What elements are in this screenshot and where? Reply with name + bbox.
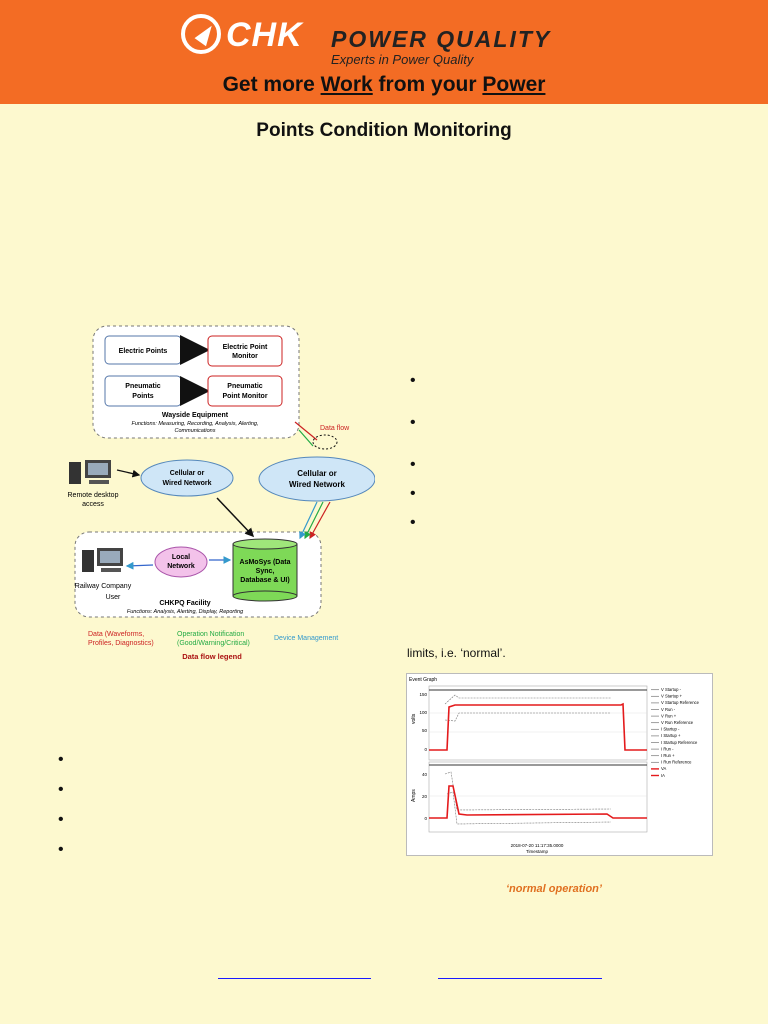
electric-point-monitor-label: Electric Point xyxy=(223,344,268,351)
voltage-envelope-upper xyxy=(444,694,611,705)
local-network-cloud: Local Network xyxy=(154,546,208,578)
legend-entry: I Startup - xyxy=(661,727,680,732)
voltage-envelope-lower xyxy=(444,712,611,722)
svg-text:Local: Local xyxy=(172,554,190,561)
current-envelope-lower xyxy=(446,791,612,825)
brand-power-quality: POWER QUALITY xyxy=(331,26,552,52)
limits-text: limits, i.e. ‘normal’. xyxy=(407,646,506,660)
legend-entry: V Startup + xyxy=(661,694,683,699)
legend-entry: VA xyxy=(661,766,666,771)
pneumatic-monitor-label-2: Point Monitor xyxy=(222,393,267,400)
tagline: Experts in Power Quality xyxy=(331,52,474,67)
svg-text:Wired Network: Wired Network xyxy=(289,480,345,489)
header-banner: CHK POWER QUALITY Experts in Power Quali… xyxy=(0,0,768,104)
bullet-left-3: • xyxy=(58,811,64,828)
legend-device: Device Management xyxy=(274,635,338,642)
svg-text:20: 20 xyxy=(422,794,428,799)
svg-text:Cellular or: Cellular or xyxy=(170,470,205,477)
bullet-right-3: • xyxy=(410,456,416,473)
svg-text:40: 40 xyxy=(422,772,428,777)
bullet-left-2: • xyxy=(58,781,64,798)
timestamp-label: Timestamp xyxy=(526,849,549,854)
chk-logo-icon xyxy=(181,14,221,54)
electric-point-monitor-label-2: Monitor xyxy=(232,353,258,360)
svg-text:Database & UI): Database & UI) xyxy=(240,577,289,584)
event-graph: Event Graph volts 150 100 50 0 Amps 40 2… xyxy=(406,673,713,856)
pneumatic-monitor-label: Pneumatic xyxy=(227,383,263,390)
wayside-title: Wayside Equipment xyxy=(162,412,229,419)
legend-title: Data flow legend xyxy=(182,652,242,661)
svg-text:Network: Network xyxy=(167,563,195,570)
data-flow-label: Data flow xyxy=(320,425,350,432)
slogan: Get more Work from your Power xyxy=(222,73,546,96)
cloud-right: Cellular or Wired Network xyxy=(258,456,375,502)
remote-computer-icon xyxy=(69,462,81,484)
svg-text:Cellular or: Cellular or xyxy=(297,469,337,478)
graph-legend: V Startup - V Startup +V Startup Referenc… xyxy=(651,687,700,778)
pneumatic-points-label: Pneumatic xyxy=(125,383,161,390)
svg-text:0: 0 xyxy=(424,816,427,821)
facility-functions: Functions: Analysis, Alerting, Display, … xyxy=(127,609,244,615)
legend-entry: I Run Reference xyxy=(661,760,692,765)
pneumatic-points-box xyxy=(104,375,182,407)
electric-points-label: Electric Points xyxy=(119,348,168,355)
legend-entry: I Startup Reference xyxy=(661,740,698,745)
bullet-left-4: • xyxy=(58,841,64,858)
system-diagram: Electric Points Electric Point Monitor P… xyxy=(68,325,375,661)
svg-text:50: 50 xyxy=(422,728,428,733)
legend-operation: Operation Notification xyxy=(177,631,244,638)
legend-entry: I Startup + xyxy=(661,733,681,738)
graph-title: Event Graph xyxy=(409,677,437,683)
legend-entry: V Run + xyxy=(661,713,677,718)
link-left[interactable] xyxy=(218,966,371,979)
svg-text:150: 150 xyxy=(419,692,427,697)
railway-user-label-2: User xyxy=(106,594,121,601)
wayside-functions-2: Communications xyxy=(175,428,216,434)
link-right[interactable] xyxy=(438,966,602,979)
legend-entry: V Run - xyxy=(661,707,676,712)
svg-text:Wired Network: Wired Network xyxy=(163,480,212,487)
legend-operation-2: (Good/Warning/Critical) xyxy=(177,640,250,647)
remote-desktop-label-2: access xyxy=(82,501,104,508)
legend-data: Data (Waveforms, xyxy=(88,631,144,638)
asmosys-database: AsMoSys (Data Sync, Database & UI) xyxy=(232,538,298,602)
page-title: Points Condition Monitoring xyxy=(256,120,512,141)
remote-desktop-label: Remote desktop xyxy=(68,492,119,499)
amps-label: Amps xyxy=(411,789,417,802)
cloud-left: Cellular or Wired Network xyxy=(140,459,234,497)
bullet-right-1: • xyxy=(410,372,416,389)
facility-title: CHKPQ Facility xyxy=(159,600,210,607)
brand-chk: CHK xyxy=(226,16,303,54)
svg-text:0: 0 xyxy=(424,747,427,752)
timestamp-value: 2018-07-20 11:17:35.0000 xyxy=(511,843,564,848)
railway-computer-icon xyxy=(82,550,94,572)
legend-entry: I Run - xyxy=(661,746,674,751)
bullet-left-1: • xyxy=(58,751,64,768)
svg-text:100: 100 xyxy=(419,710,427,715)
pneumatic-point-monitor-box xyxy=(207,375,283,407)
railway-user-label: Railway Company xyxy=(75,583,132,590)
legend-entry: I Run + xyxy=(661,753,675,758)
svg-text:AsMoSys (Data: AsMoSys (Data xyxy=(240,559,291,566)
bullet-right-4: • xyxy=(410,485,416,502)
volts-label: volts xyxy=(411,713,417,724)
voltage-signal xyxy=(429,702,647,751)
electric-point-monitor-box xyxy=(207,335,283,367)
normal-operation-caption: ‘normal operation’ xyxy=(506,883,602,895)
pneumatic-points-label-2: Points xyxy=(132,393,153,400)
current-signal xyxy=(429,785,647,819)
wayside-functions: Functions: Measuring, Recording, Analysi… xyxy=(131,421,258,427)
legend-entry: V Startup - xyxy=(661,687,682,692)
bullet-right-2: • xyxy=(410,414,416,431)
legend-entry: V Startup Reference xyxy=(661,700,700,705)
svg-text:Sync,: Sync, xyxy=(256,568,275,575)
legend-entry: IA xyxy=(661,773,665,778)
bullet-right-5: • xyxy=(410,514,416,531)
legend-data-2: Profiles, Diagnostics) xyxy=(88,640,154,647)
legend-entry: V Run Reference xyxy=(661,720,694,725)
